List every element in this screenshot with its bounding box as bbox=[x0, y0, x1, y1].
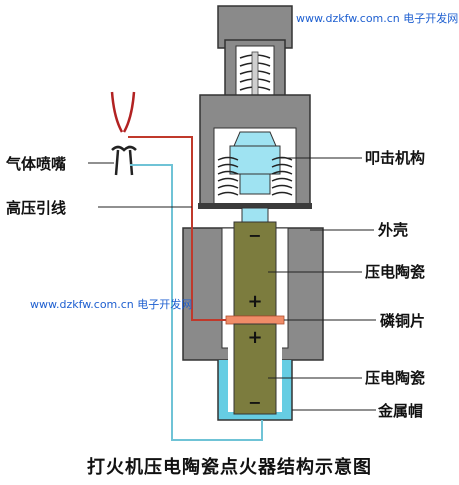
striker-head bbox=[233, 131, 277, 147]
gas-nozzle-tip bbox=[111, 145, 137, 176]
polarity-bottom-minus: − bbox=[248, 393, 261, 412]
piezo-ceramic-top bbox=[233, 221, 277, 317]
label-bronze: 磷铜片 bbox=[380, 312, 426, 330]
polarity-top-minus: − bbox=[248, 226, 261, 245]
return-wire bbox=[130, 164, 263, 441]
striker-stem bbox=[239, 173, 271, 195]
leader-lines bbox=[88, 157, 376, 411]
label-piezo-bottom: 压电陶瓷 bbox=[365, 369, 426, 387]
label-piezo-top: 压电陶瓷 bbox=[365, 263, 426, 281]
piezo-ceramic-bottom bbox=[233, 323, 277, 415]
diagram-caption: 打火机压电陶瓷点火器结构示意图 bbox=[87, 457, 372, 478]
watermark-top: www.dzkfw.com.cn 电子开发网 bbox=[296, 12, 459, 25]
striker-body bbox=[229, 145, 281, 175]
anvil bbox=[241, 207, 269, 223]
watermark-mid: www.dzkfw.com.cn 电子开发网 bbox=[30, 298, 193, 311]
label-hv-lead: 高压引线 bbox=[6, 199, 67, 217]
label-shell: 外壳 bbox=[378, 221, 409, 239]
label-metal-cap: 金属帽 bbox=[378, 402, 424, 420]
divider-plate bbox=[198, 203, 312, 209]
bronze-plate bbox=[225, 315, 285, 325]
label-striker: 叩击机构 bbox=[365, 149, 426, 167]
gas-nozzle-shape bbox=[110, 91, 136, 133]
hv-lead-wire bbox=[128, 136, 226, 321]
polarity-top-plus: + bbox=[247, 291, 262, 312]
label-gas-nozzle: 气体喷嘴 bbox=[6, 155, 67, 173]
polarity-bottom-plus: + bbox=[247, 327, 262, 348]
